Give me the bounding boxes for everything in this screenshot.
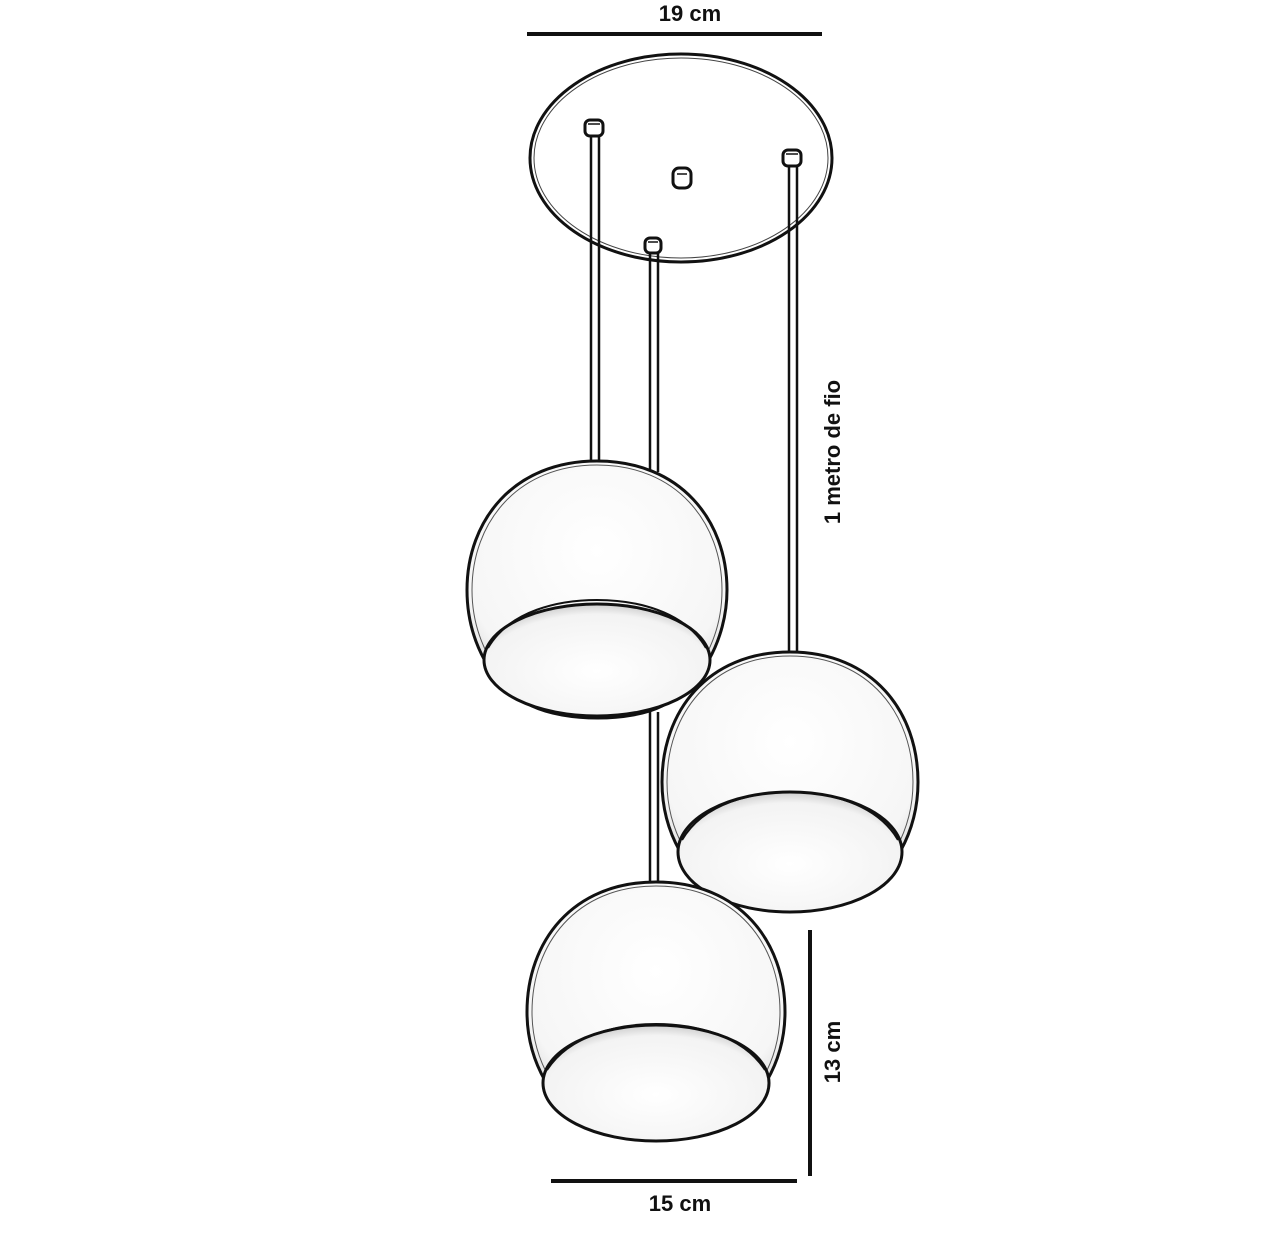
canopy-width-label: 19 cm — [659, 1, 721, 26]
center-screw — [671, 166, 693, 190]
shade-width-label: 15 cm — [649, 1191, 711, 1216]
cords — [589, 136, 799, 884]
cord-length-label: 1 metro de fio — [820, 380, 845, 524]
cord-grip-right — [781, 148, 803, 168]
canopy-width-dimension: 19 cm — [527, 1, 822, 36]
cord-middle — [648, 253, 660, 884]
ceiling-canopy — [528, 52, 834, 264]
lamp-shade-right — [660, 650, 920, 914]
shade-opening — [482, 602, 712, 718]
shade-width-dimension: 15 cm — [551, 1179, 797, 1216]
lamp-shade-upper — [465, 459, 729, 720]
cord-grip-middle — [643, 236, 663, 255]
cord-left — [589, 136, 601, 462]
lamp-shade-lower — [525, 880, 787, 1143]
shade-height-dimension: 13 cm — [808, 930, 845, 1176]
shade-height-label: 13 cm — [820, 1021, 845, 1083]
cord-grip-left — [583, 118, 605, 138]
cord-right — [787, 166, 799, 652]
